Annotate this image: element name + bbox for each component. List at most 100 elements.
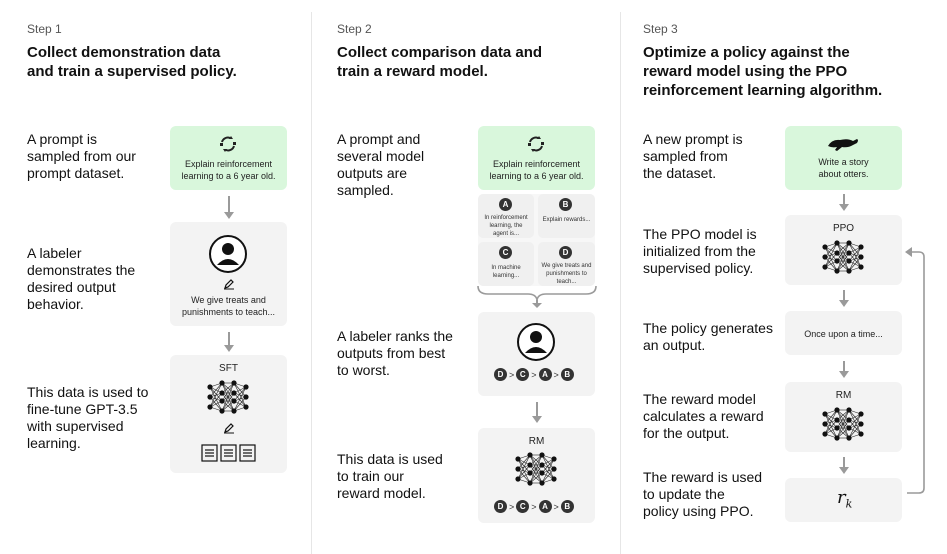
- output-line: agent is...: [492, 231, 519, 237]
- prompt-line: Write a story: [818, 157, 869, 167]
- output-text-b: Explain rewards...: [540, 216, 593, 224]
- arrow-head: [224, 212, 234, 219]
- nn-node: [834, 435, 840, 441]
- output-badge-c: C: [499, 246, 512, 259]
- rank-badge-4: B: [560, 368, 574, 381]
- nn-edge: [836, 409, 850, 439]
- nn-node: [834, 258, 840, 264]
- rank-gt: >: [509, 369, 515, 380]
- nn-node: [219, 408, 225, 414]
- nn-node: [858, 254, 864, 260]
- step3-desc-ppo: The PPO model is initialized from the su…: [643, 226, 757, 277]
- nn-edge: [836, 409, 850, 429]
- nn-edge: [824, 242, 838, 268]
- nn-node: [834, 268, 840, 274]
- nn-node: [219, 398, 225, 404]
- prompt-line: Explain reinforcement: [492, 159, 581, 169]
- rank-gt: >: [553, 501, 559, 512]
- arrow-head: [839, 467, 849, 474]
- desc-line: reward model.: [337, 485, 426, 501]
- nn-node: [846, 435, 852, 441]
- desc-line: behavior.: [27, 296, 84, 312]
- nn-edge: [529, 464, 543, 484]
- prompt-line: Explain reinforcement: [184, 159, 273, 169]
- ranking-order: D > C > A > B: [494, 500, 574, 513]
- nn-edge: [517, 458, 531, 474]
- neural-network-icon: [207, 380, 249, 414]
- nn-edge: [221, 400, 235, 412]
- output-line: learning...: [492, 273, 520, 279]
- nn-node: [527, 480, 533, 486]
- nn-node: [846, 240, 852, 246]
- desc-line: for the output.: [643, 425, 730, 441]
- output-text: Once upon a time...: [804, 329, 883, 339]
- step1-desc-prompt: A prompt is sampled from our prompt data…: [27, 131, 136, 182]
- reward-sub-k: k: [845, 497, 853, 511]
- nn-edge: [848, 256, 862, 272]
- nn-node: [515, 476, 521, 482]
- step2-title-line: Collect comparison data and: [337, 44, 543, 61]
- feedback-loop-arrow: [905, 247, 925, 494]
- nn-edge: [824, 413, 838, 429]
- arrow-shaft: [843, 194, 845, 205]
- nn-node: [527, 470, 533, 476]
- arrow-head: [839, 371, 849, 378]
- nn-node: [834, 407, 840, 413]
- step2-title-line: train a reward model.: [337, 63, 488, 80]
- nn-edge: [221, 382, 235, 394]
- nn-node: [846, 258, 852, 264]
- bracket-connector: [477, 285, 597, 308]
- step3-title: Optimize a policy against the reward mod…: [643, 43, 882, 100]
- output-line: In machine: [491, 265, 521, 271]
- nn-node: [822, 431, 828, 437]
- output-badge-a: A: [499, 198, 512, 211]
- nn-edge: [824, 246, 838, 262]
- desc-line: The reward model: [643, 391, 756, 407]
- nn-edge: [824, 242, 838, 258]
- nn-edge: [824, 409, 838, 435]
- pencil-icon: [224, 279, 234, 290]
- nn-edge: [233, 396, 247, 412]
- step2-ranking-card: D > C > A > B: [478, 312, 595, 396]
- nn-edge: [848, 246, 862, 262]
- nn-node: [834, 425, 840, 431]
- nn-node: [846, 268, 852, 274]
- output-text-c: In machine learning...: [480, 264, 532, 280]
- nn-edge: [541, 458, 555, 474]
- nn-edge: [529, 454, 543, 484]
- step1-labeler-card: We give treats and punishments to teach.…: [170, 222, 287, 326]
- step3-desc-reward-model: The reward model calculates a reward for…: [643, 391, 764, 442]
- neural-network-icon: [822, 407, 864, 441]
- step1-title-line: Collect demonstration data: [27, 44, 221, 61]
- output-line: punishments to: [546, 271, 587, 277]
- arrow-head: [224, 345, 234, 352]
- step2-title: Collect comparison data and train a rewa…: [337, 43, 542, 81]
- nn-edge: [824, 409, 838, 425]
- desc-line: A prompt and: [337, 131, 421, 147]
- documents-icon: [201, 444, 256, 462]
- desc-line: to worst.: [337, 362, 390, 378]
- ppo-label: PPO: [832, 223, 855, 234]
- demo-text: We give treats and punishments to teach.…: [170, 294, 287, 318]
- step1-desc-labeler: A labeler demonstrates the desired outpu…: [27, 245, 135, 313]
- output-card-b: B Explain rewards...: [538, 194, 595, 238]
- rm-label: RM: [528, 436, 545, 447]
- step2-rm-card: RM D > C > A > B: [478, 428, 595, 523]
- nn-node: [834, 417, 840, 423]
- nn-edge: [517, 454, 531, 480]
- nn-edge: [541, 468, 555, 484]
- rank-badge-2: C: [516, 500, 530, 513]
- nn-edge: [836, 260, 850, 272]
- cycle-icon: [220, 136, 236, 152]
- column-divider-1: [311, 12, 312, 554]
- nn-node: [231, 408, 237, 414]
- rank-gt: >: [531, 369, 537, 380]
- step3-desc-output: The policy generates an output.: [643, 320, 773, 354]
- step2-desc-train: This data is used to train our reward mo…: [337, 451, 443, 502]
- desc-line: an output.: [643, 337, 706, 353]
- nn-node: [846, 250, 852, 256]
- demo-line: punishments to teach...: [181, 307, 276, 317]
- nn-node: [243, 384, 249, 390]
- desc-line: outputs from best: [337, 345, 446, 361]
- output-line: learning, the: [489, 223, 523, 229]
